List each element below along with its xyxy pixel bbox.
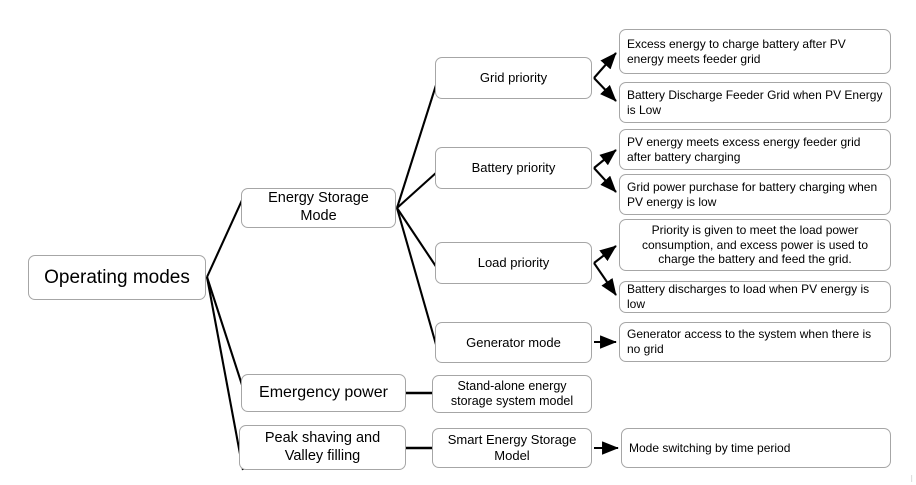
node-operating-modes[interactable]: Operating modes: [28, 255, 206, 300]
node-label: Excess energy to charge battery after PV…: [627, 36, 846, 66]
node-peak-shaving-valley-filling[interactable]: Peak shaving and Valley filling: [239, 425, 406, 470]
edge-group-energy-storage: [395, 81, 439, 349]
node-grid-description-1[interactable]: Excess energy to charge battery after PV…: [619, 29, 891, 74]
node-load-description-1[interactable]: Priority is given to meet the load power…: [619, 219, 891, 271]
edge-energy-to-grid-priority: [395, 81, 439, 209]
node-label: Operating modes: [44, 266, 190, 288]
node-grid-priority[interactable]: Grid priority: [435, 57, 592, 99]
node-stand-alone-energy-storage-system-model[interactable]: Stand-alone energy storage system model: [432, 375, 592, 413]
node-label: Battery priority: [471, 160, 556, 176]
node-label: Mode switching by time period: [629, 440, 791, 455]
node-label: Stand-alone energy storage system model: [450, 378, 574, 408]
node-load-description-2[interactable]: Battery discharges to load when PV energ…: [619, 281, 891, 313]
node-grid-description-2[interactable]: Battery Discharge Feeder Grid when PV En…: [619, 82, 891, 123]
node-emergency-power[interactable]: Emergency power: [241, 374, 406, 412]
corner-mark: I: [910, 474, 913, 485]
node-label: Grid power purchase for battery charging…: [627, 179, 878, 209]
edge-load-to-desc-1: [593, 245, 617, 264]
node-load-priority[interactable]: Load priority: [435, 242, 592, 284]
node-label: Smart Energy Storage Model: [447, 432, 577, 463]
node-battery-description-1[interactable]: PV energy meets excess energy feeder gri…: [619, 129, 891, 170]
node-label: Emergency power: [259, 384, 388, 402]
edge-root-to-energy-storage: [206, 197, 244, 278]
node-battery-description-2[interactable]: Grid power purchase for battery charging…: [619, 174, 891, 215]
node-label: Peak shaving and Valley filling: [264, 429, 381, 464]
edge-battery-to-desc-1: [593, 149, 617, 169]
node-label: Generator mode: [466, 334, 561, 350]
edge-group-straight: [406, 391, 434, 450]
edge-group-root: [205, 197, 245, 471]
node-label: Priority is given to meet the load power…: [641, 223, 869, 267]
node-battery-priority[interactable]: Battery priority: [435, 147, 592, 189]
edge-energy-to-generator-mode: [395, 207, 439, 349]
edge-grid-to-desc-2: [593, 77, 617, 102]
node-smart-energy-storage-model[interactable]: Smart Energy Storage Model: [432, 428, 592, 468]
node-label: Generator access to the system when ther…: [627, 327, 872, 356]
node-generator-mode[interactable]: Generator mode: [435, 322, 592, 363]
node-label: Battery Discharge Feeder Grid when PV En…: [627, 87, 883, 117]
node-label: Energy Storage Mode: [268, 190, 369, 224]
edge-energy-to-battery-priority: [396, 171, 438, 209]
node-label: Load priority: [477, 255, 550, 271]
edge-root-to-emergency: [206, 276, 244, 389]
node-label: Grid priority: [479, 70, 548, 86]
node-label: Battery discharges to load when PV energ…: [627, 282, 870, 311]
edge-group-descriptions: [593, 52, 619, 455]
edge-load-to-desc-2: [593, 262, 617, 296]
edge-battery-to-desc-2: [593, 167, 617, 193]
node-energy-storage-mode[interactable]: Energy Storage Mode: [241, 188, 396, 228]
edge-root-to-peak: [205, 276, 245, 471]
node-time-switching-description[interactable]: Mode switching by time period: [621, 428, 891, 468]
edge-grid-to-desc-1: [593, 52, 617, 79]
node-label: PV energy meets excess energy feeder gri…: [627, 134, 861, 164]
edge-energy-to-load-priority: [396, 207, 438, 269]
node-generator-description-1[interactable]: Generator access to the system when ther…: [619, 322, 891, 362]
